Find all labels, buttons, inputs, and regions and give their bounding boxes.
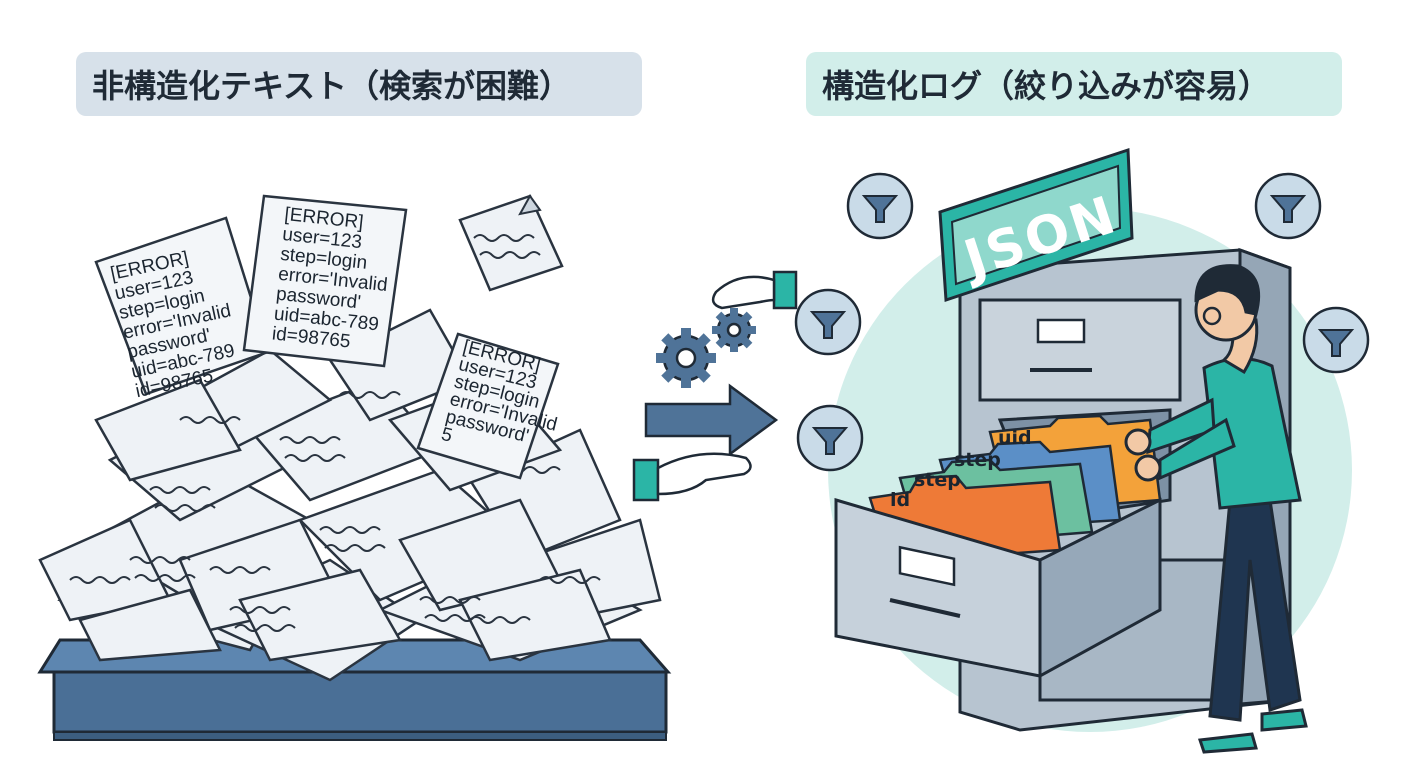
structured-title: 構造化ログ（絞り込みが容易） — [806, 52, 1342, 116]
person — [1124, 264, 1308, 754]
funnel-icon — [796, 404, 864, 472]
hand-icon — [711, 270, 798, 310]
gears-icon — [656, 308, 756, 388]
hand-icon — [632, 452, 752, 502]
funnel-icon — [794, 288, 862, 356]
folder-tab-label: uid — [998, 427, 1032, 449]
arrow-right-icon — [644, 383, 779, 457]
log-line: 5 — [439, 424, 454, 447]
funnel-icon — [846, 172, 914, 240]
folder-tab-label: step — [954, 449, 1001, 471]
folders — [868, 414, 1162, 564]
funnel-icon — [1254, 172, 1322, 240]
log-note-3: [ERROR] user=123 step=login error='Inval… — [416, 332, 560, 480]
log-note-1: [ERROR] user=123 step=login error='Inval… — [94, 216, 270, 402]
folder-tab-label: step — [914, 469, 961, 491]
floating-note — [458, 194, 564, 292]
open-drawer — [834, 497, 1162, 679]
log-note-2: [ERROR] user=123 step=login error='Inval… — [242, 194, 408, 368]
folder-tab-label: id — [890, 489, 910, 511]
funnel-icon — [1302, 306, 1370, 374]
unstructured-title: 非構造化テキスト（検索が困難） — [76, 52, 642, 116]
